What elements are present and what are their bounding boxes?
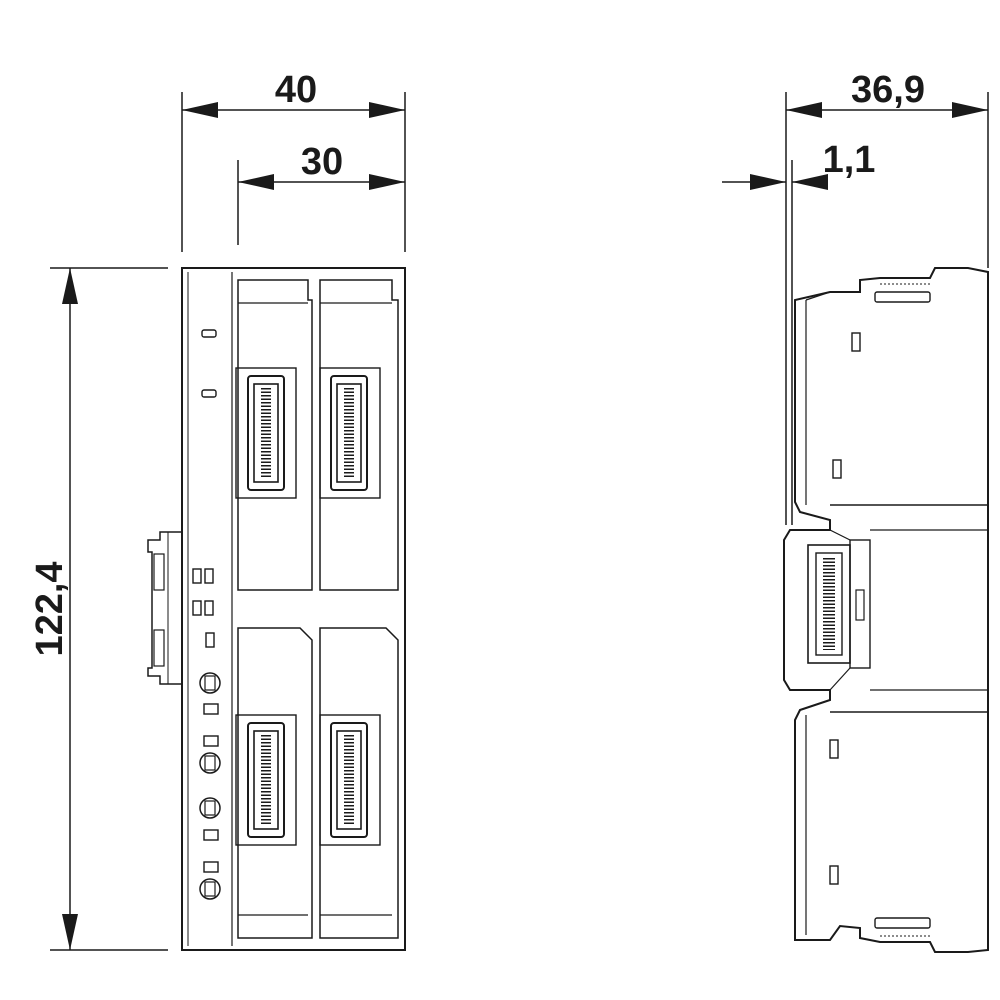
slot-top-left xyxy=(235,279,313,591)
dimension-side-offset: 1,1 xyxy=(722,139,875,525)
side-view xyxy=(783,267,989,953)
front-housing xyxy=(181,267,406,951)
dim-label-36-9: 36,9 xyxy=(851,69,925,111)
dim-label-122-4: 122,4 xyxy=(29,561,71,656)
slot-bottom-right xyxy=(319,627,399,939)
dim-label-30: 30 xyxy=(301,141,343,183)
dimension-side-depth: 36,9 xyxy=(785,69,989,525)
status-leds xyxy=(192,568,215,648)
side-connector xyxy=(807,529,871,691)
dim-label-1-1: 1,1 xyxy=(823,139,876,181)
slot-top-right xyxy=(319,279,399,591)
dimension-front-inner-width: 30 xyxy=(237,141,405,245)
din-rail-clip xyxy=(147,531,182,685)
rotary-switches xyxy=(199,672,221,900)
dimension-front-total-width: 40 xyxy=(181,69,406,252)
dimension-front-height: 122,4 xyxy=(29,267,168,951)
dim-label-40: 40 xyxy=(275,69,317,111)
side-housing-outline xyxy=(783,267,989,953)
slot-bottom-left xyxy=(235,627,313,939)
front-view xyxy=(147,267,406,951)
